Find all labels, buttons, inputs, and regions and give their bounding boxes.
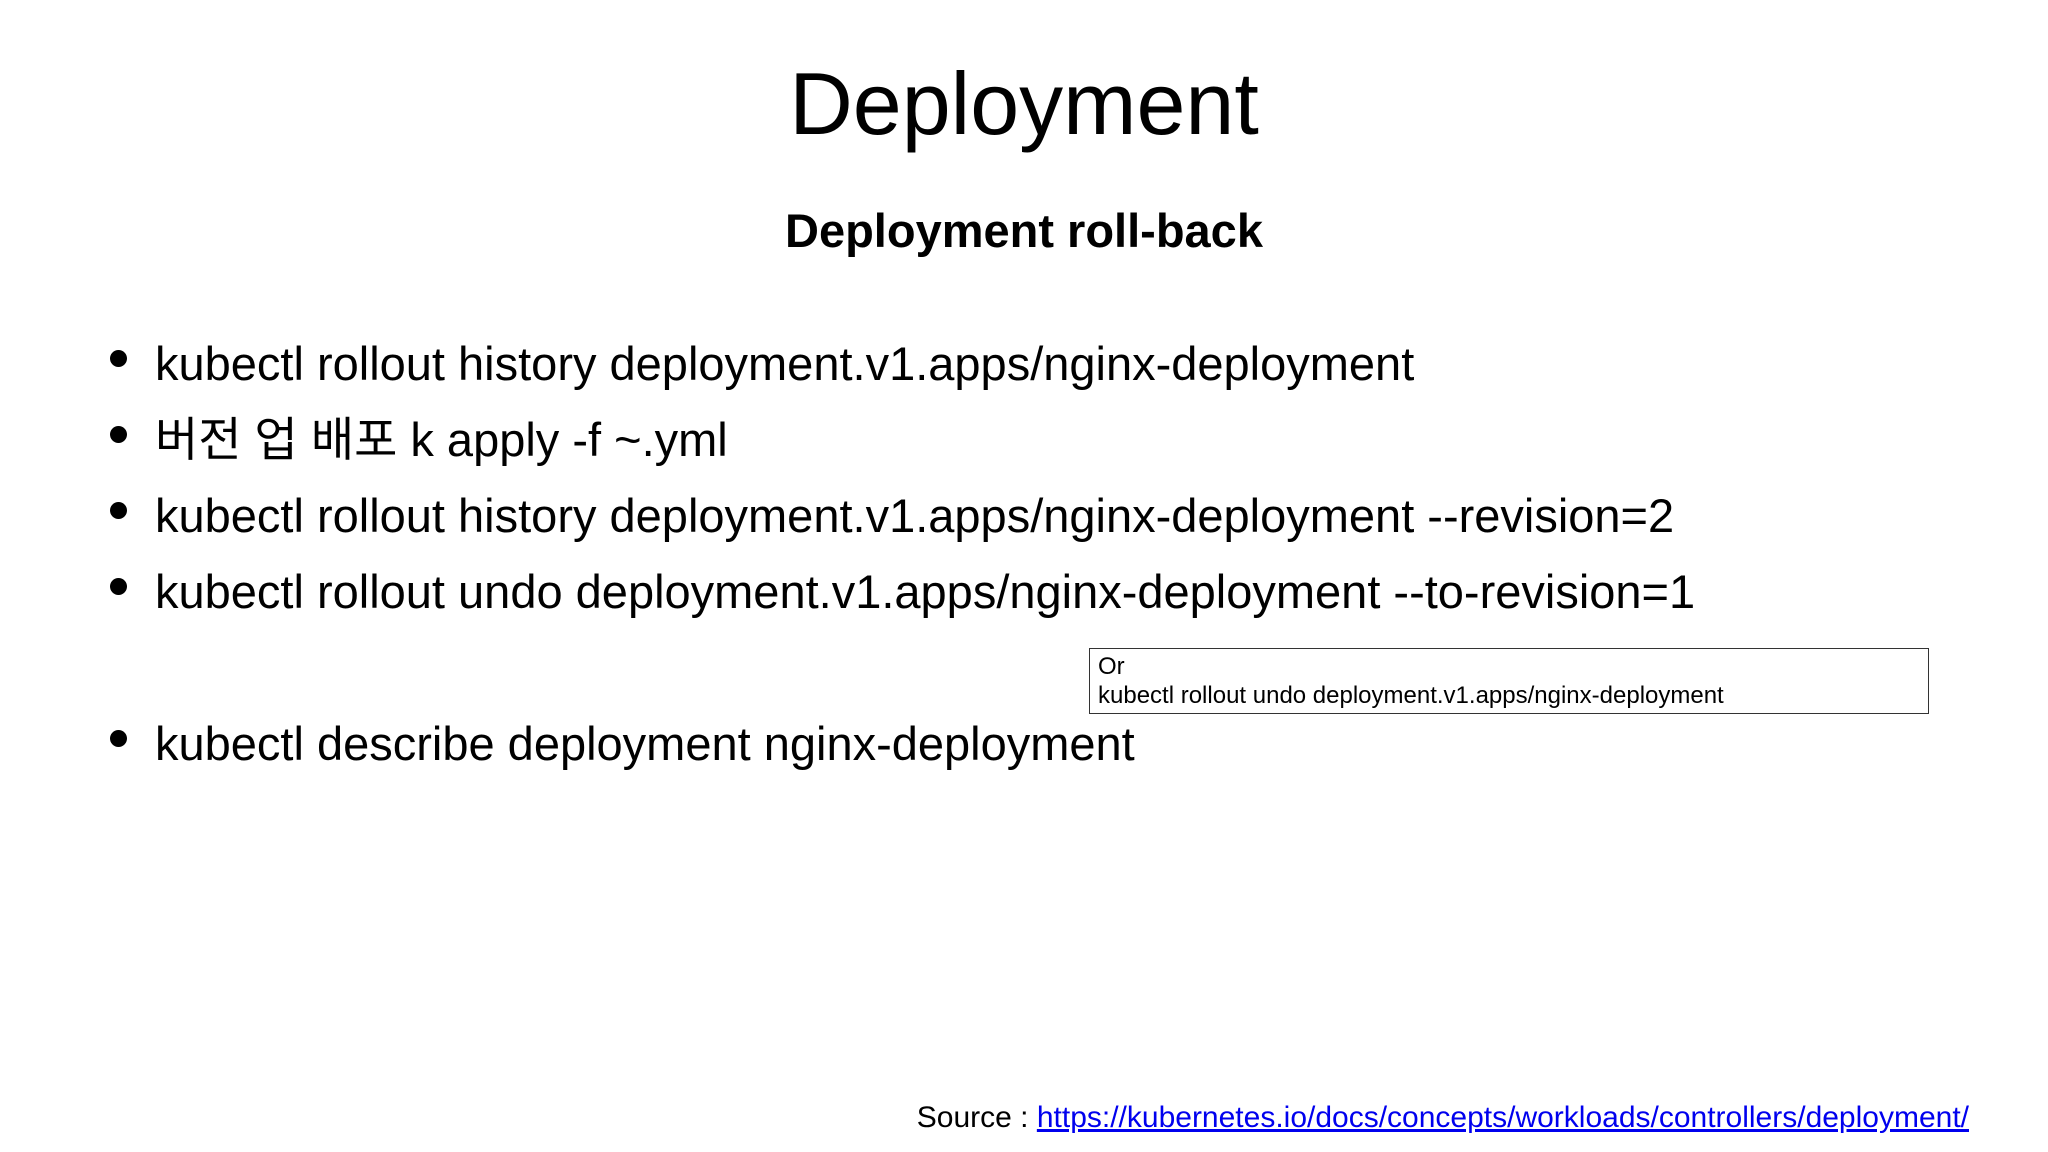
- source-link[interactable]: https://kubernetes.io/docs/concepts/work…: [1036, 1101, 1969, 1134]
- source-label: Source :: [916, 1101, 1037, 1134]
- bullet-item-describe-deployment: kubectl describe deployment nginx-deploy…: [0, 706, 2048, 782]
- bullet-item-rollout-history-revision: kubectl rollout history deployment.v1.ap…: [0, 478, 2048, 554]
- slide-subtitle: Deployment roll-back: [785, 204, 1263, 257]
- callout-box: Or kubectl rollout undo deployment.v1.ap…: [1089, 648, 1929, 714]
- bullet-item-rollout-undo-to-revision: kubectl rollout undo deployment.v1.apps/…: [0, 554, 2048, 630]
- source-line: Source : https://kubernetes.io/docs/conc…: [917, 1101, 1969, 1134]
- slide-title: Deployment: [789, 54, 1259, 153]
- callout-line-command: kubectl rollout undo deployment.v1.apps/…: [1098, 682, 1724, 709]
- bullet-item-version-up-deploy: 버전 업 배포 k apply -f ~.yml: [0, 402, 2048, 478]
- bullet-list: kubectl rollout history deployment.v1.ap…: [0, 326, 2048, 782]
- bullet-item-rollout-history: kubectl rollout history deployment.v1.ap…: [0, 326, 2048, 402]
- callout-line-or: Or: [1098, 653, 1125, 680]
